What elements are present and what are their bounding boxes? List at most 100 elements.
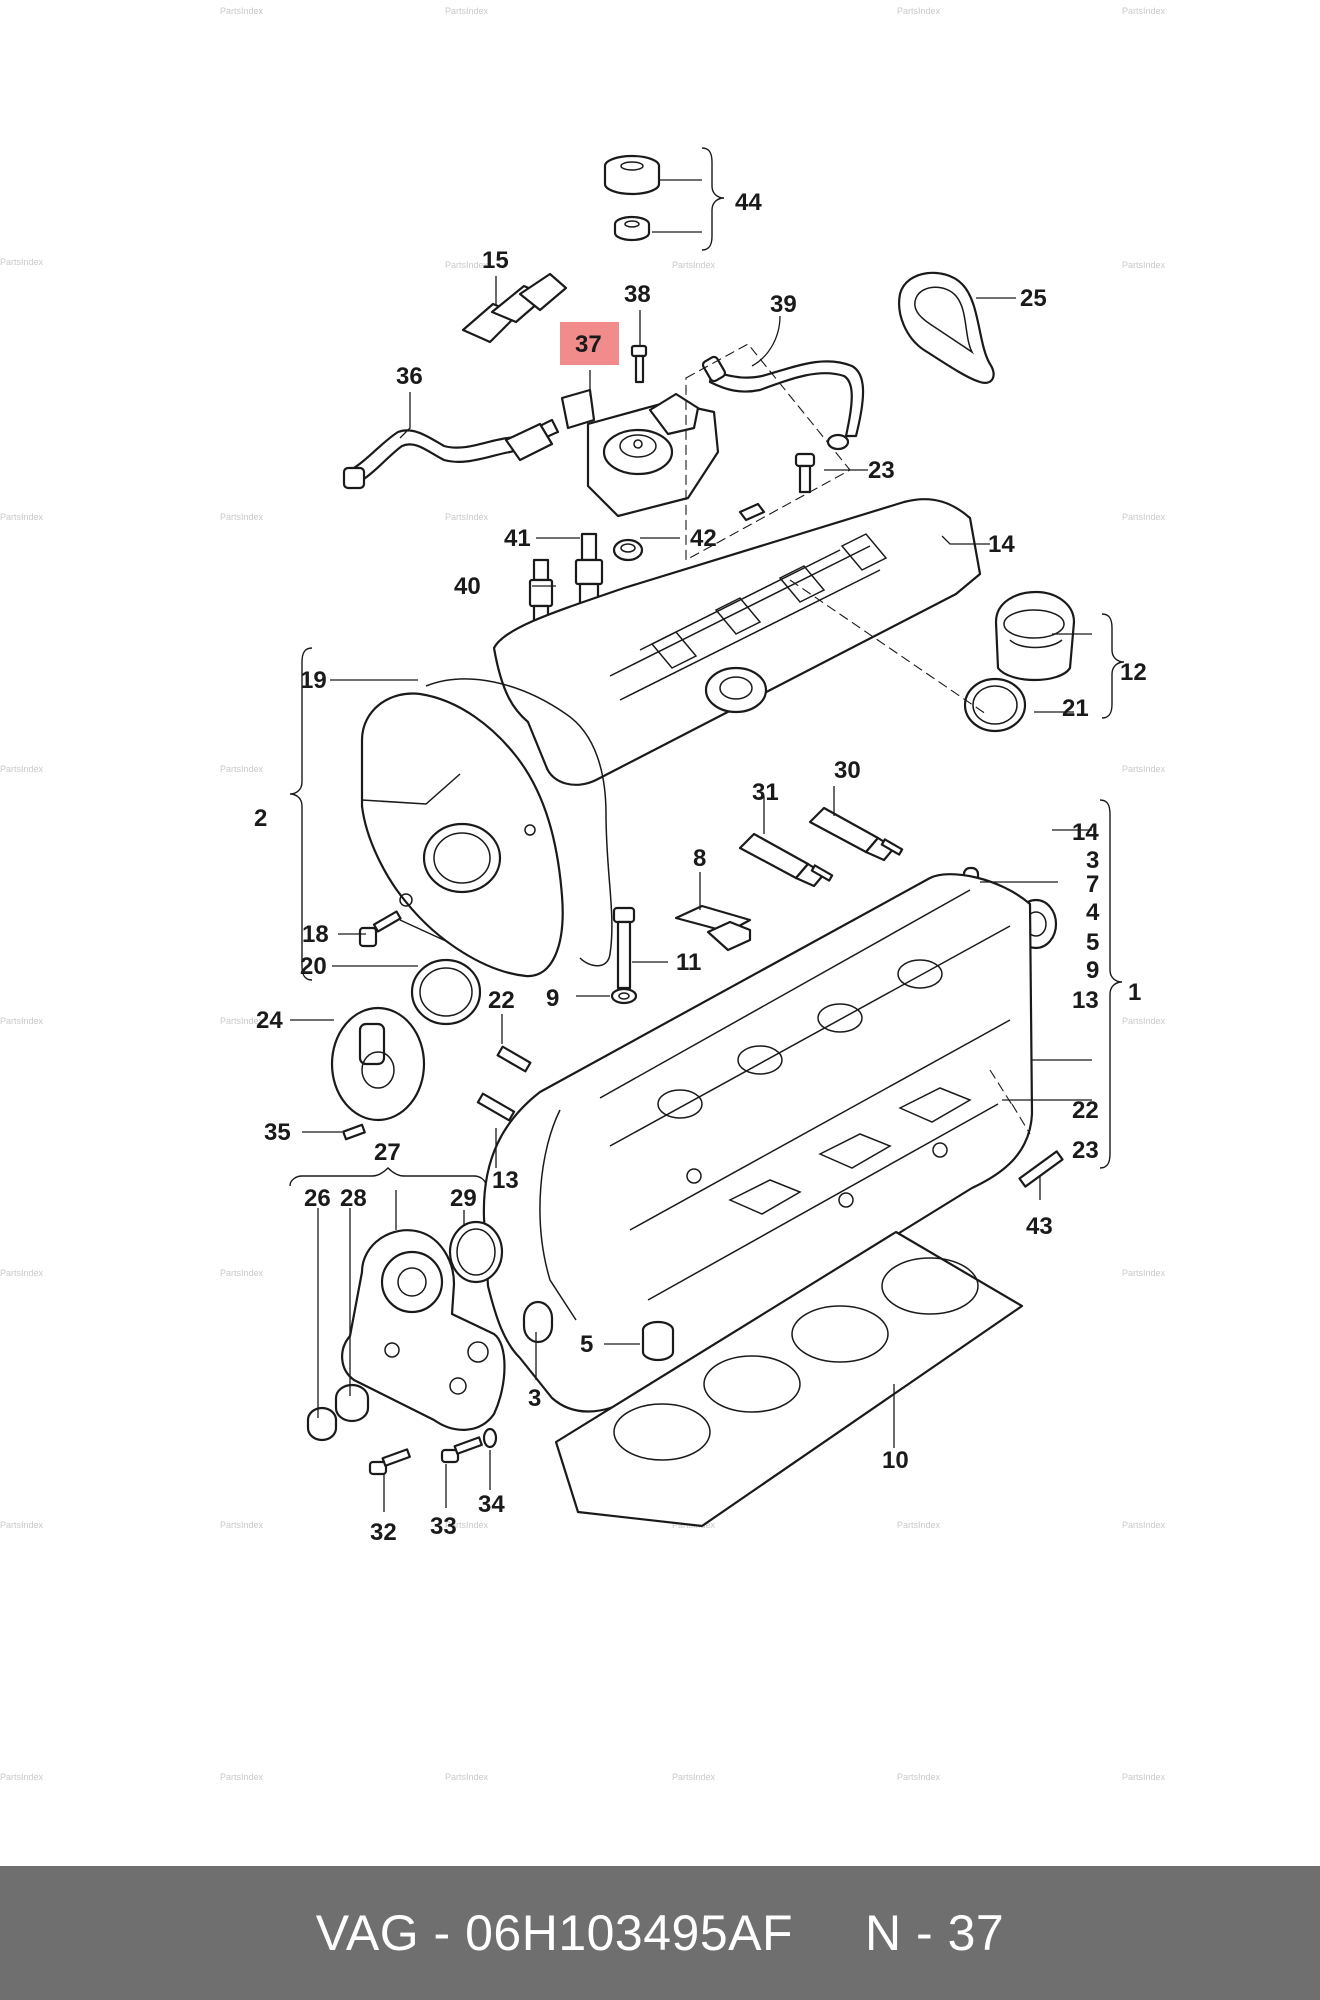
watermark: PartsIndex	[220, 512, 264, 522]
part-label: 29	[450, 1185, 477, 1212]
sealant-tube-31-part	[738, 832, 834, 888]
bolt-18-part	[358, 910, 402, 948]
watermark: PartsIndex	[1122, 1268, 1166, 1278]
bolt-32-part	[368, 1448, 411, 1476]
watermark: PartsIndex	[445, 1772, 489, 1782]
watermark: PartsIndex	[0, 1016, 44, 1026]
clip-8-part	[674, 904, 752, 952]
part-label: 14	[1072, 819, 1099, 846]
timing-cover-part	[360, 692, 564, 978]
exploded-parts-diagram: PartsIndex PartsIndex PartsIndex PartsIn…	[0, 6, 1166, 1782]
seal-ring-21-part	[963, 677, 1027, 733]
watermark: PartsIndex	[897, 6, 941, 16]
part-label: 30	[834, 757, 861, 784]
watermark: PartsIndex	[0, 1772, 44, 1782]
part-label: 8	[693, 845, 706, 872]
leader-lines	[290, 179, 1092, 1512]
part-label: 15	[482, 247, 509, 274]
washer-34-part	[482, 1427, 498, 1449]
plug-3-part	[522, 1300, 554, 1344]
stud-13-left-part	[476, 1092, 516, 1122]
part-label: 41	[504, 525, 531, 552]
part-label: 9	[1086, 957, 1099, 984]
part-label: 31	[752, 779, 779, 806]
part-label: 36	[396, 363, 423, 390]
stud-22-left-part	[496, 1045, 532, 1073]
part-label: 23	[1072, 1137, 1099, 1164]
watermark: PartsIndex	[220, 6, 264, 16]
cap-26-part	[306, 1406, 338, 1442]
sealant-tube-30-part	[808, 806, 904, 862]
watermark: PartsIndex	[220, 1520, 264, 1530]
part-label: 44	[735, 189, 762, 216]
part-label: 27	[374, 1139, 401, 1166]
part-label: 12	[1120, 659, 1147, 686]
watermark: PartsIndex	[0, 1520, 44, 1530]
part-label: 23	[868, 457, 895, 484]
shaft-seal-20-part	[410, 958, 482, 1026]
cylinder-head-bolt-part	[612, 906, 636, 990]
part-label: 13	[492, 1167, 519, 1194]
part-label: 4	[1086, 899, 1100, 926]
part-label: 13	[1072, 987, 1099, 1014]
highlight-box	[560, 322, 619, 365]
watermark: PartsIndex	[897, 1520, 941, 1530]
part-label: 20	[300, 953, 327, 980]
part-label: 26	[304, 1185, 331, 1212]
part-label: 1	[1128, 979, 1141, 1006]
plug-42-part	[612, 538, 644, 562]
part-label: 25	[1020, 285, 1047, 312]
watermark: PartsIndex	[1122, 260, 1166, 270]
watermark: PartsIndex	[445, 512, 489, 522]
breather-hose-part	[701, 355, 865, 451]
cylinder-head-cover-part	[492, 498, 982, 786]
part-label: 33	[430, 1513, 457, 1540]
watermark: PartsIndex	[672, 1772, 716, 1782]
part-label: 21	[1062, 695, 1089, 722]
watermark: PartsIndex	[1122, 1772, 1166, 1782]
part-label: 43	[1026, 1213, 1053, 1240]
part-label: 19	[300, 667, 327, 694]
watermark: PartsIndex	[1122, 1016, 1166, 1026]
part-label: 35	[264, 1119, 291, 1146]
washer-9-part	[610, 987, 638, 1005]
footer-text: VAG - 06H103495AF N - 37	[316, 1904, 1004, 1962]
sensor-41-part	[574, 532, 604, 608]
watermark: PartsIndex	[672, 260, 716, 270]
vacuum-pump-27-part	[341, 1229, 506, 1431]
pressure-regulating-valve-part	[560, 388, 720, 518]
watermark: PartsIndex	[445, 6, 489, 16]
reference-text: N - 37	[865, 1905, 1005, 1961]
camshaft-sprocket-24-part	[330, 1006, 426, 1122]
watermark: PartsIndex	[0, 512, 44, 522]
cylinder-head-gasket-part	[554, 1230, 1024, 1528]
watermark: PartsIndex	[220, 1772, 264, 1782]
part-label: 32	[370, 1519, 397, 1546]
part-label: 22	[1072, 1097, 1099, 1124]
part-label: 5	[1086, 929, 1099, 956]
watermark: PartsIndex	[897, 1772, 941, 1782]
screw-35-part	[342, 1123, 366, 1141]
bolt-38-part	[630, 344, 648, 384]
part-label: 38	[624, 281, 651, 308]
part-label: 18	[302, 921, 329, 948]
part-label: 5	[580, 1331, 593, 1358]
part-label: 42	[690, 525, 717, 552]
part-label: 22	[488, 987, 515, 1014]
seal-rings-part	[603, 154, 661, 242]
watermark: PartsIndex	[220, 1268, 264, 1278]
part-label: 7	[1086, 871, 1099, 898]
part-number-text: VAG - 06H103495AF	[315, 1905, 794, 1961]
watermark: PartsIndex	[1122, 1520, 1166, 1530]
watermark: PartsIndex	[0, 1268, 44, 1278]
screw-23-top-part	[794, 452, 816, 494]
bolt-33-part	[440, 1436, 483, 1464]
watermark: PartsIndex	[0, 764, 44, 774]
watermark: PartsIndex	[220, 1016, 264, 1026]
watermark: PartsIndex	[445, 1520, 489, 1530]
assembly-dash-lines	[685, 343, 1031, 1135]
part-label: 37	[575, 331, 602, 358]
part-label: 24	[256, 1007, 283, 1034]
oil-filler-cap-part	[994, 590, 1076, 682]
cap-28-part	[334, 1383, 370, 1423]
